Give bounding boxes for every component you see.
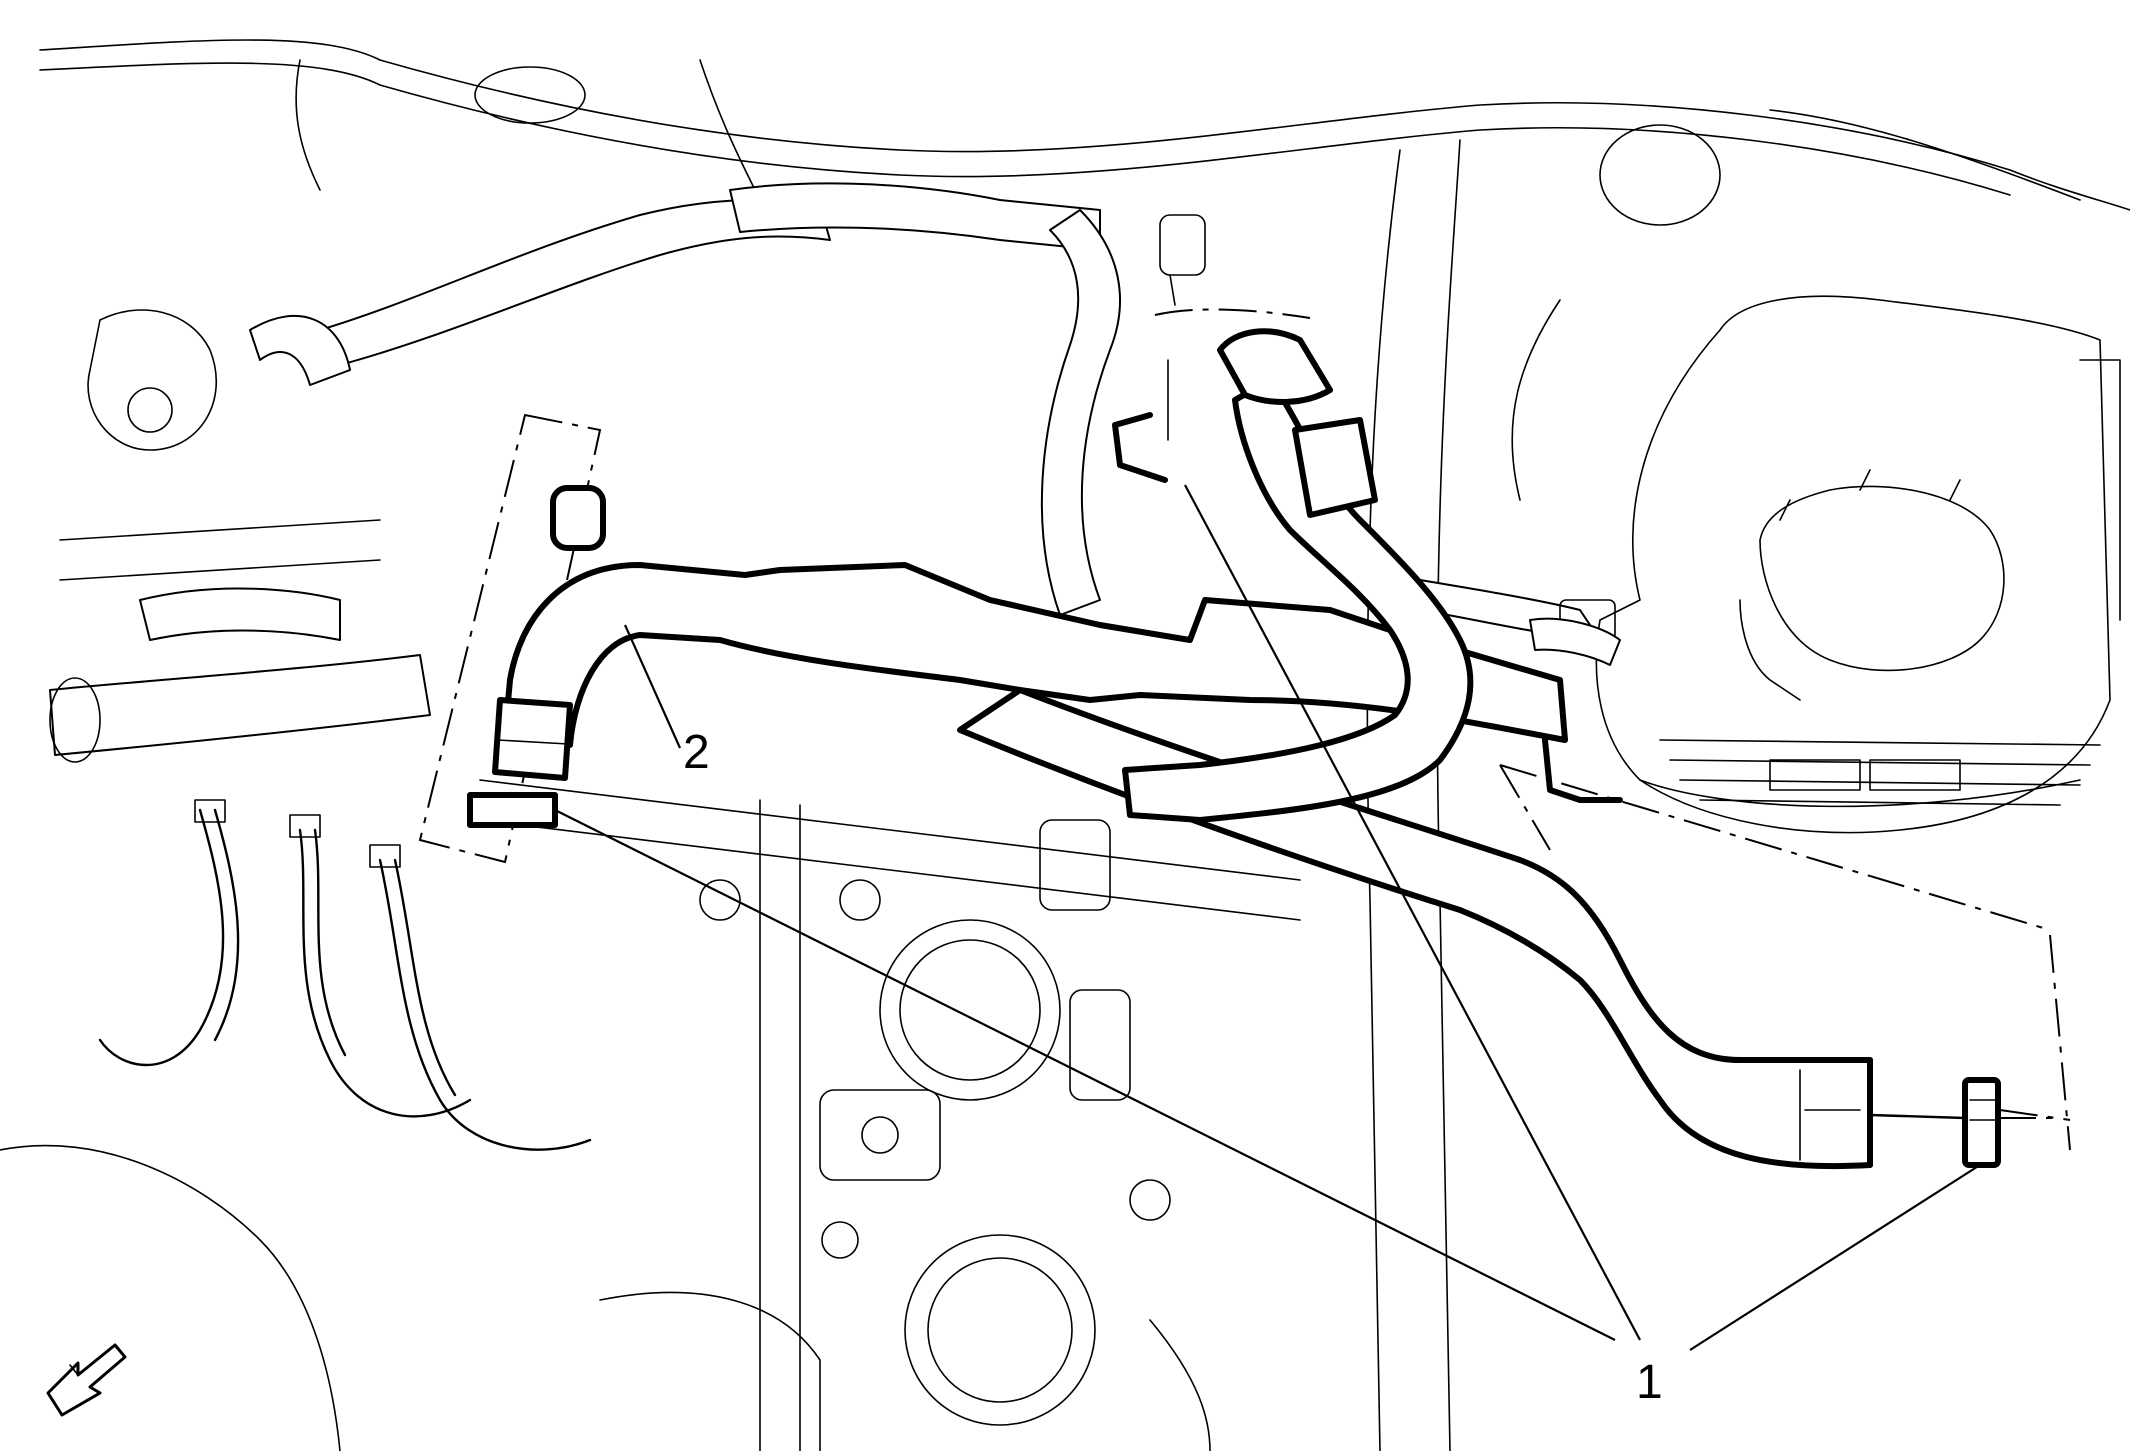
upper-hose-clamp	[1217, 328, 1333, 405]
inlet-clamp	[467, 792, 558, 828]
engine-bay-background	[0, 39, 2130, 1451]
leader-line-1-mid	[1184, 484, 1641, 1341]
reservoir-inlet-hose	[1122, 377, 1474, 823]
callout-label-2: 2	[683, 726, 710, 779]
leader-line-1-left	[554, 809, 1616, 1341]
leader-line-2	[623, 624, 682, 749]
front-direction-arrow-icon	[46, 1343, 127, 1417]
detail-boundaries	[418, 308, 2071, 1151]
inlet-hose-end	[492, 697, 573, 781]
leader-line-1-right	[1689, 1164, 1981, 1351]
callout-label-1: 1	[1636, 1356, 1663, 1409]
upper-hose-collar	[1292, 417, 1378, 518]
hose-clip	[1962, 1077, 2001, 1168]
callout-leaders	[554, 484, 1981, 1351]
